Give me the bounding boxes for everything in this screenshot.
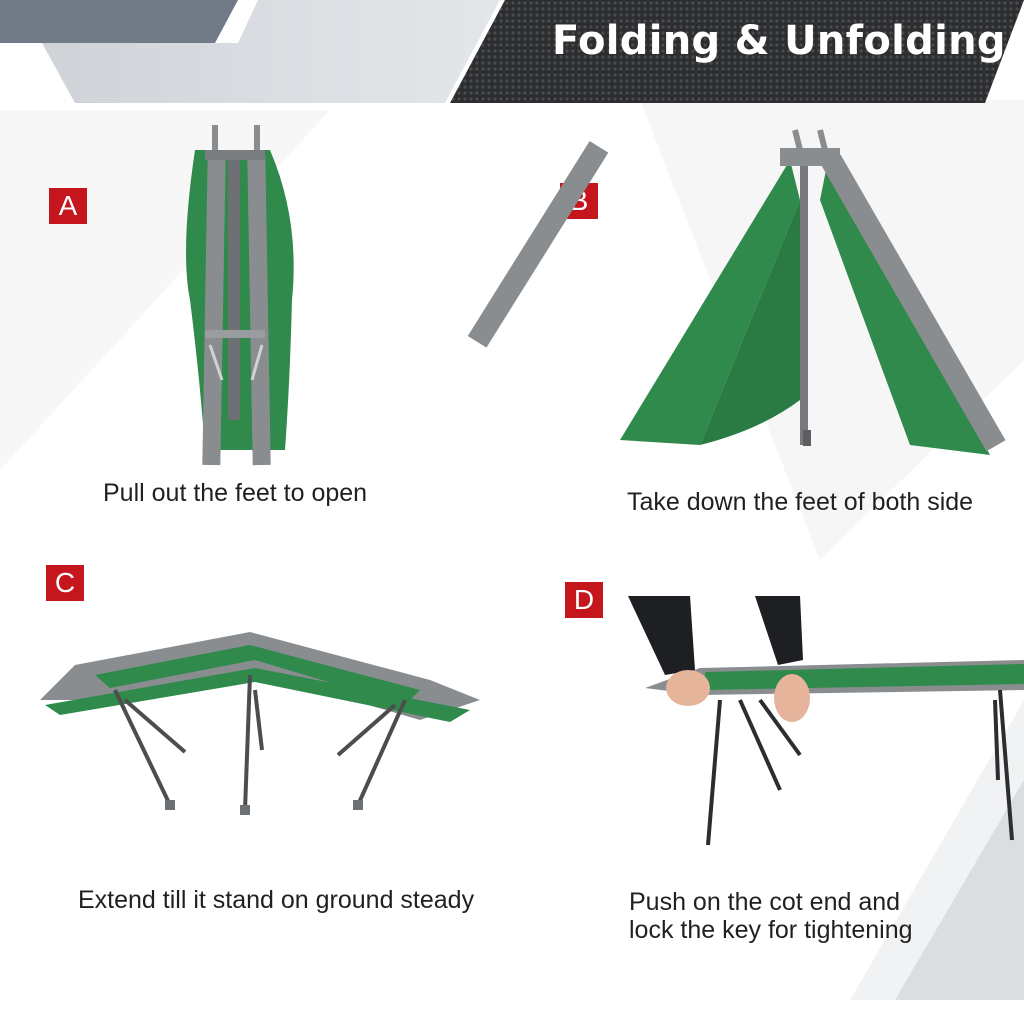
page-title: Folding & Unfolding [552,18,1006,64]
step-c-caption: Extend till it stand on ground steady [78,886,475,914]
step-d-caption-line1: Push on the cot end and [629,888,901,916]
step-d-badge: D [565,582,603,618]
step-b-caption: Take down the feet of both side [627,488,974,516]
step-b-badge: B [560,183,598,219]
step-d-caption-line2: lock the key for tightening [629,916,913,944]
step-c-badge: C [46,565,84,601]
step-a-caption: Pull out the feet to open [103,479,368,507]
step-a-badge: A [49,188,87,224]
